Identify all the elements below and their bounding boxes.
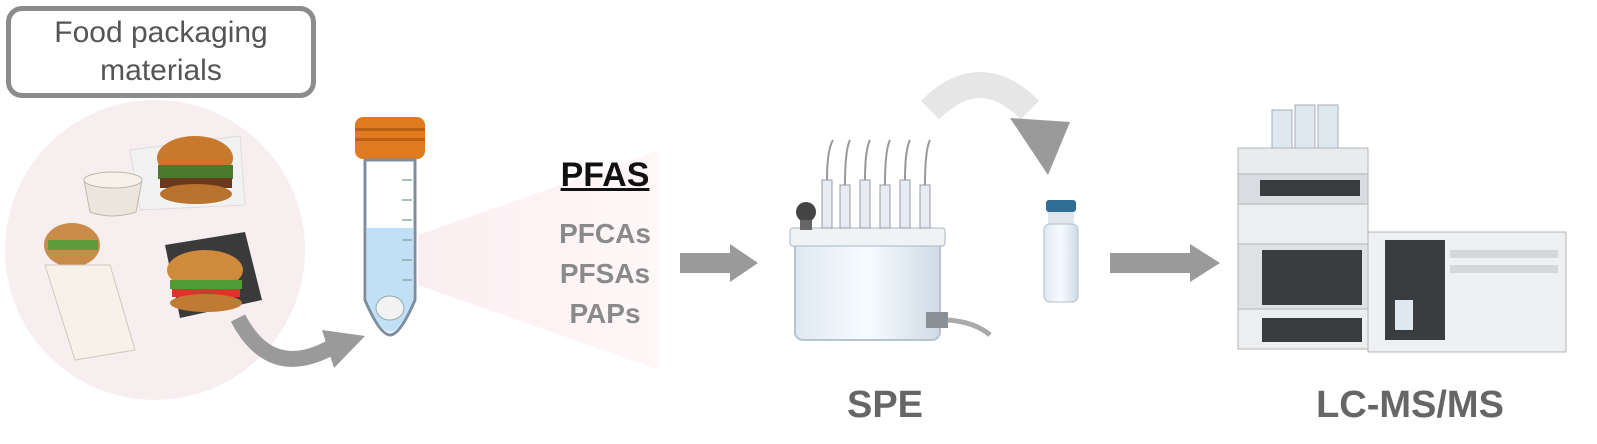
food-box-line2: materials <box>100 54 222 87</box>
food-to-tube-arrowhead <box>322 330 365 368</box>
lc-ms-instrument-icon <box>1237 104 1567 353</box>
pfas-title: PFAS <box>560 156 650 194</box>
food-box-line1: Food packaging <box>54 16 268 49</box>
burger-photo-icon <box>129 135 246 211</box>
compound-pfsas: PFSAs <box>559 258 651 289</box>
spe-to-vial-arrow <box>920 72 1040 120</box>
food-packaging-box: Food packaging materials <box>6 6 316 98</box>
extraction-fan <box>418 150 660 370</box>
food-to-tube-arrow <box>230 314 334 367</box>
falcon-tube-icon <box>355 117 425 337</box>
spe-label: SPE <box>846 384 924 426</box>
sauce-cup-icon <box>83 171 143 217</box>
wrapped-sandwich-icon <box>44 223 136 361</box>
spe-to-vial-arrowhead <box>1010 118 1070 175</box>
vial-to-lcms-arrow <box>1110 244 1220 282</box>
burger-in-wrap-icon <box>165 232 262 318</box>
compound-paps: PAPs <box>569 298 641 329</box>
lcms-label: LC-MS/MS <box>1316 384 1504 426</box>
vial-icon <box>1043 200 1079 303</box>
spe-manifold-icon <box>789 139 992 341</box>
pfas-to-spe-arrow <box>680 244 758 282</box>
compound-pfcas: PFCAs <box>559 218 651 249</box>
